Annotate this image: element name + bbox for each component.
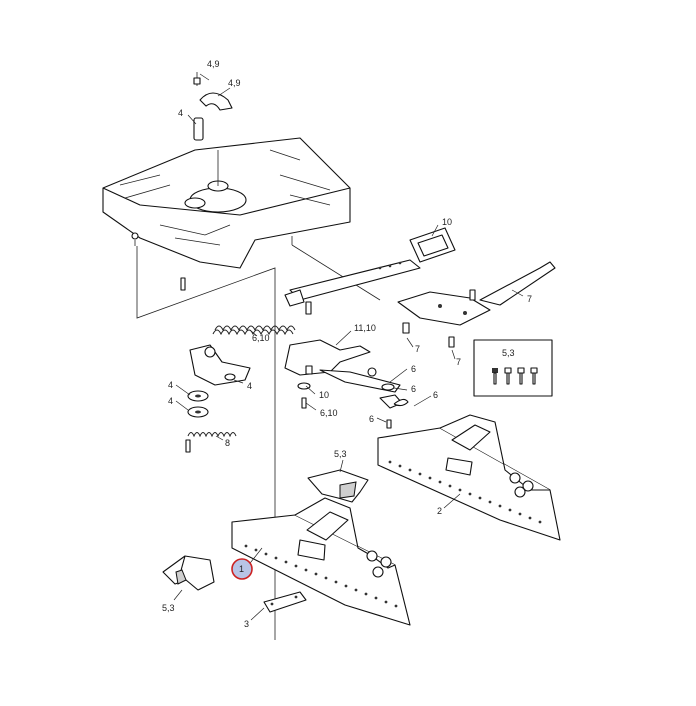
label-6-10-bolt: 6,10	[320, 408, 338, 418]
label-7-bolt-right: 7	[456, 357, 461, 367]
label-8-spring: 8	[225, 438, 230, 448]
label-6-middle: 6	[411, 384, 416, 394]
label-4-9-clip: 4,9	[228, 78, 241, 88]
spring-8	[187, 432, 237, 438]
label-6-10-spring: 6,10	[252, 333, 270, 343]
bushing-lower	[162, 555, 215, 591]
label-10-washer: 10	[319, 390, 329, 400]
label-4-9-top: 4,9	[207, 59, 220, 69]
label-1-bracket[interactable]: 1	[239, 564, 244, 574]
reference-lines	[136, 236, 381, 640]
mounting-bracket-2	[377, 414, 561, 541]
label-7-bolt-left: 7	[415, 344, 420, 354]
label-11-10-bracket: 11,10	[354, 323, 376, 333]
label-7-arm: 7	[527, 294, 532, 304]
part-labels: 4,9 4,9 4 10 7 6,10 11,10 7 7 5,3 4 4 4 …	[162, 59, 532, 629]
label-4-pin: 4	[178, 108, 183, 118]
label-5-3-box: 5,3	[502, 348, 515, 358]
bushing-upper	[307, 469, 369, 503]
label-3-plate: 3	[244, 619, 249, 629]
label-6-bottom: 6	[369, 414, 374, 424]
plate-3	[263, 591, 307, 613]
label-6-spring: 6	[433, 390, 438, 400]
label-10-handle: 10	[442, 217, 452, 227]
leader-lines	[173, 73, 524, 621]
release-handle	[284, 227, 456, 315]
mounting-bracket-1	[231, 497, 411, 626]
spring-6-10	[212, 325, 296, 336]
label-5-3-bushing-upper: 5,3	[334, 449, 347, 459]
bolt-set-box	[473, 339, 553, 397]
coupling-plate	[102, 137, 351, 269]
bracket	[284, 339, 409, 429]
label-6-top: 6	[411, 364, 416, 374]
lock-jaw	[180, 277, 251, 453]
label-5-3-bushing-lower: 5,3	[162, 603, 175, 613]
label-4-jaw: 4	[247, 381, 252, 391]
label-4-washer-bottom: 4	[168, 396, 173, 406]
lever-arm	[397, 261, 556, 348]
label-2-bracket: 2	[437, 506, 442, 516]
pin-and-clip	[193, 72, 233, 141]
label-4-washer-top: 4	[168, 380, 173, 390]
callout-1-highlight[interactable]	[231, 558, 253, 580]
